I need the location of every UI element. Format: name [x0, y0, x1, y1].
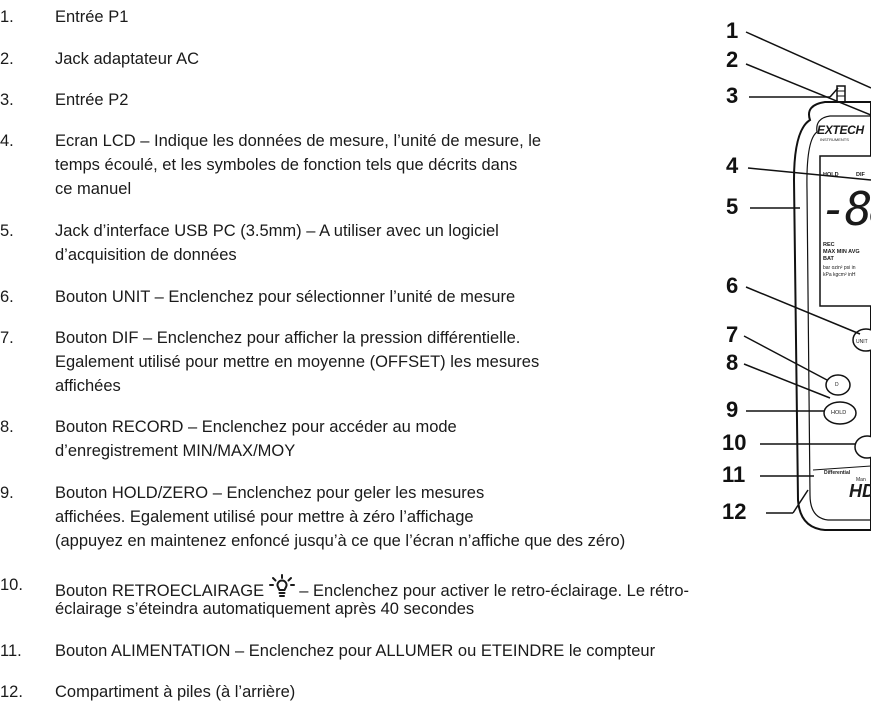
- item-text: Bouton RECORD – Enclenchez pour accéder …: [55, 418, 457, 436]
- callout-9: 9: [726, 397, 739, 422]
- item-text-suffix: – Enclenchez pour activer le retro-éclai…: [294, 582, 690, 600]
- item-text: Entrée P1: [55, 8, 129, 26]
- callout-5: 5: [726, 194, 739, 219]
- brand-sub: INSTRUMENTS: [820, 137, 849, 142]
- item-text: Egalement utilisé pour mettre en moyenne…: [55, 353, 540, 371]
- item-text: Ecran LCD – Indique les données de mesur…: [55, 132, 542, 150]
- callout-1: 1: [726, 18, 739, 43]
- item-text: Jack d’interface USB PC (3.5mm) – A util…: [55, 222, 499, 240]
- footer-sub: Man: [856, 477, 866, 483]
- lcd-bat-label: BAT: [823, 256, 834, 262]
- dif-button: [825, 374, 851, 396]
- lcd-hold-label: HOLD: [823, 172, 839, 178]
- lcd-units-2: kPa kgcm² inH: [823, 272, 856, 278]
- dif-button-label: D: [835, 382, 839, 388]
- item-text: (appuyez en maintenez enfoncé jusqu’à ce…: [55, 532, 626, 550]
- item-text: d’acquisition de données: [55, 246, 237, 264]
- callout-6: 6: [726, 273, 739, 298]
- hold-button-label: HOLD: [831, 410, 847, 416]
- device-diagram: 1 2 3 4 5 6 7 8 9 10 11 12 EXTECH INSTRU…: [690, 0, 871, 540]
- backlight-icon: [268, 574, 295, 597]
- lcd-digits: -88: [820, 182, 871, 236]
- item-text: d’enregistrement MIN/MAX/MOY: [55, 442, 296, 460]
- callout-3: 3: [726, 83, 739, 108]
- item-text: Bouton HOLD/ZERO – Enclenchez pour geler…: [55, 484, 485, 502]
- callout-10: 10: [722, 430, 747, 455]
- item-text: Entrée P2: [55, 91, 129, 109]
- item-text: temps écoulé, et les symboles de fonctio…: [55, 156, 518, 174]
- item-text: Bouton UNIT – Enclenchez pour sélectionn…: [55, 288, 516, 306]
- lcd-rec-label: REC: [823, 242, 835, 248]
- lcd-dif-label: DIF: [856, 172, 865, 178]
- leader-lines: [743, 31, 871, 514]
- item-number: 11.: [0, 642, 22, 660]
- unit-button: [852, 328, 871, 352]
- footer-text: Differential: [824, 470, 851, 476]
- callout-7: 7: [726, 322, 739, 347]
- item-number: 7.: [0, 329, 14, 347]
- item-text-lead: Bouton RETROECLAIRAGE: [55, 582, 265, 600]
- item-number: 8.: [0, 418, 14, 436]
- brand-logo: EXTECH: [817, 123, 864, 137]
- lcd-screen: [819, 155, 871, 307]
- item-text: Bouton RETROECLAIRAGE – Enclenchez pour …: [55, 574, 689, 604]
- item-number: 10.: [0, 576, 23, 594]
- item-text: Jack adaptateur AC: [55, 50, 200, 68]
- item-text: Bouton ALIMENTATION – Enclenchez pour AL…: [55, 642, 656, 660]
- lcd-maxminavg-label: MAX MIN AVG: [823, 249, 860, 255]
- item-number: 3.: [0, 91, 14, 109]
- hold-button: [823, 401, 857, 425]
- callout-8: 8: [726, 350, 739, 375]
- item-number: 6.: [0, 288, 14, 306]
- item-text: éclairage s’éteindra automatiquement apr…: [55, 600, 475, 618]
- item-text: Bouton DIF – Enclenchez pour afficher la…: [55, 329, 521, 347]
- item-number: 4.: [0, 132, 14, 150]
- item-text: affichées. Egalement utilisé pour mettre…: [55, 508, 474, 526]
- callout-4: 4: [726, 153, 739, 178]
- backlight-button: [854, 435, 871, 459]
- item-number: 2.: [0, 50, 14, 68]
- item-text: Compartiment à piles (à l’arrière): [55, 683, 296, 701]
- unit-button-label: UNIT: [856, 339, 868, 345]
- callout-2: 2: [726, 47, 739, 72]
- callout-12: 12: [722, 499, 747, 524]
- device-illustration: [743, 31, 871, 531]
- item-number: 5.: [0, 222, 14, 240]
- footer-model: HD: [849, 481, 871, 501]
- item-text: affichées: [55, 377, 121, 395]
- lcd-units-1: bar ozin² psi in: [823, 265, 856, 271]
- item-number: 1.: [0, 8, 14, 26]
- callout-11: 11: [722, 462, 746, 487]
- item-number: 9.: [0, 484, 14, 502]
- item-number: 12.: [0, 683, 23, 701]
- item-text: ce manuel: [55, 180, 132, 198]
